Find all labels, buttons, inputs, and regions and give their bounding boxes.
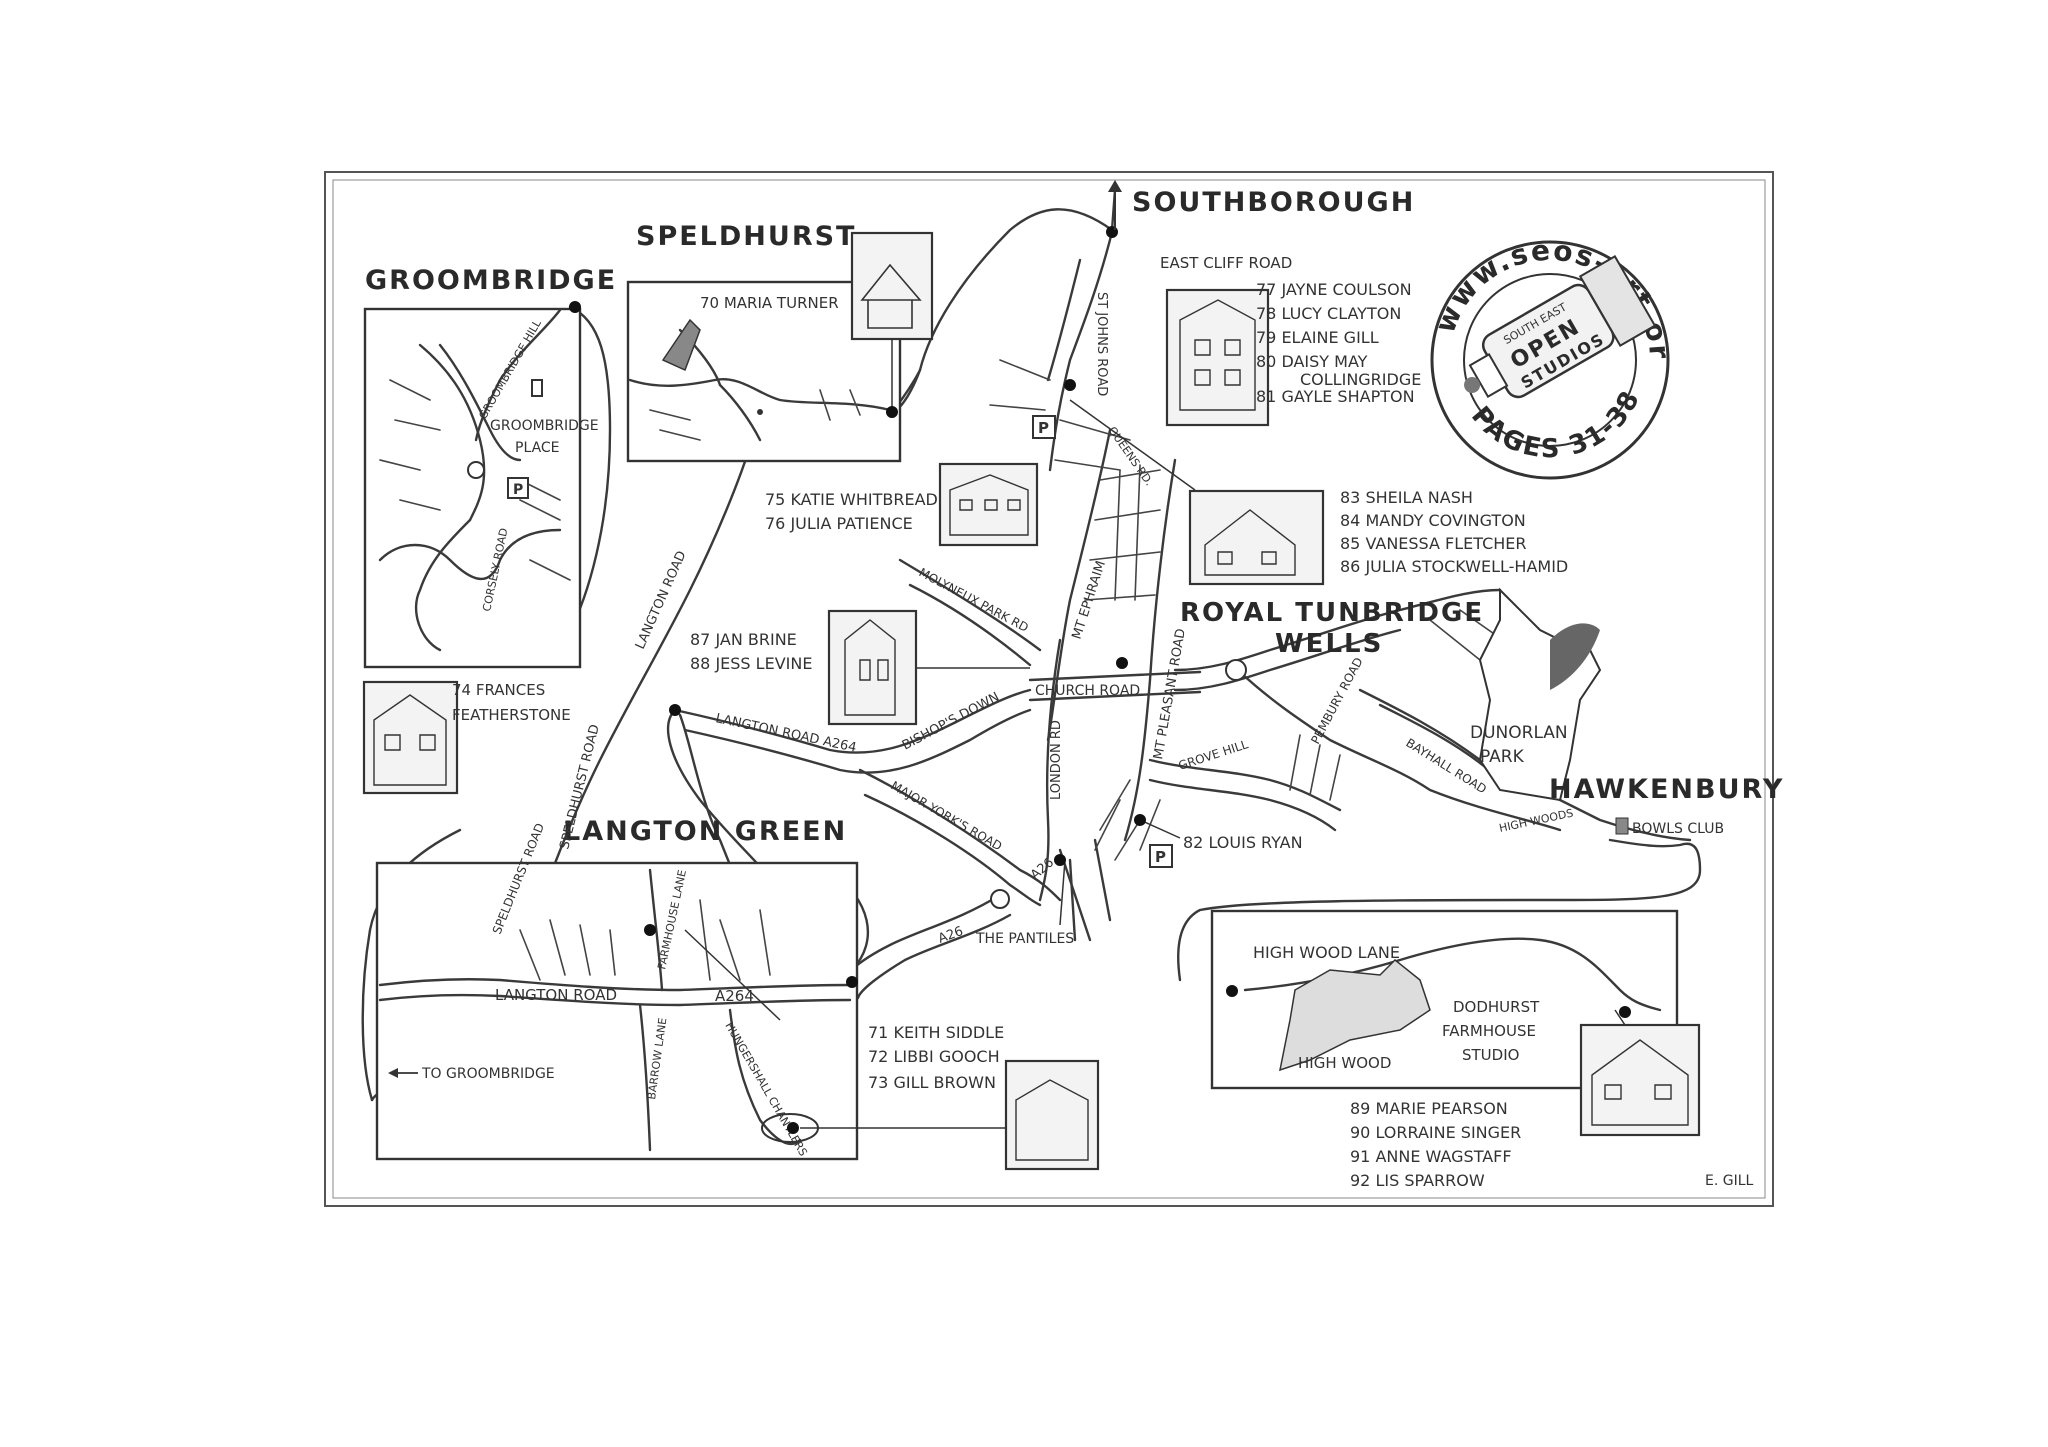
road-network [361, 188, 1702, 1102]
artist-74-line1: 74 FRANCES [452, 681, 545, 699]
road-label-a26-south: A26 [936, 924, 965, 947]
map-frame-inner [332, 179, 1766, 1199]
artist-79: 79 ELAINE GILL [1256, 328, 1379, 347]
dunorlan-label-2: PARK [1480, 747, 1525, 767]
artist-92: 92 LIS SPARROW [1350, 1171, 1485, 1190]
place-hawkenbury: HAWKENBURY [1549, 774, 1784, 805]
artist-list-featherstone: 74 FRANCES FEATHERSTONE [452, 681, 571, 724]
parking-icon-church [1032, 415, 1056, 439]
artist-85: 85 VANESSA FLETCHER [1340, 534, 1527, 553]
artist-80-line1: 80 DAISY MAY [1256, 352, 1368, 371]
artist-91: 91 ANNE WAGSTAFF [1350, 1147, 1512, 1166]
artist-list-nash: 83 SHEILA NASH 84 MANDY COVINGTON 85 VAN… [1340, 488, 1568, 576]
artist-87: 87 JAN BRINE [690, 630, 797, 649]
artist-88: 88 JESS LEVINE [690, 654, 812, 673]
artist-89: 89 MARIE PEARSON [1350, 1099, 1508, 1118]
pic-katie [938, 462, 1039, 547]
to-groombridge-label: TO GROOMBRIDGE [421, 1066, 555, 1082]
artist-74-line2: FEATHERSTONE [452, 706, 571, 724]
road-label-london-rd: LONDON RD [1049, 720, 1064, 800]
road-label-a264-lg: A264 [715, 987, 754, 1005]
north-arrowhead [1108, 180, 1122, 192]
road-label-grove-hill: GROVE HILL [1177, 737, 1250, 773]
artist-86: 86 JULIA STOCKWELL-HAMID [1340, 557, 1568, 576]
dodhurst-label-2: FARMHOUSE [1442, 1022, 1536, 1040]
artist-73: 73 GILL BROWN [868, 1073, 996, 1092]
langton-green-inset: LANGTON ROAD A264 FARMHOUSE LANE BARROW … [375, 821, 859, 1161]
artist-77: 77 JAYNE COULSON [1256, 280, 1412, 299]
leaders [569, 226, 1631, 1134]
artist-list-whitbread: 75 KATIE WHITBREAD 76 JULIA PATIENCE [765, 490, 938, 533]
dodhurst-label-3: STUDIO [1462, 1046, 1519, 1064]
road-label-pembury: PEMBURY ROAD [1308, 655, 1365, 746]
artist-list-dodhurst: 89 MARIE PEARSON 90 LORRAINE SINGER 91 A… [1350, 1099, 1521, 1190]
road-label-mt-ephraim: MT EPHRAIM [1070, 559, 1109, 641]
place-langton-green: LANGTON GREEN [563, 816, 847, 847]
high-wood-inset: HIGH WOOD LANE HIGH WOOD DODHURST FARMHO… [1210, 909, 1679, 1090]
artist-78: 78 LUCY CLAYTON [1256, 304, 1401, 323]
road-label-langton-road-north: LANGTON ROAD [633, 549, 690, 652]
artist-75: 75 KATIE WHITBREAD [765, 490, 938, 509]
road-label-high-wood-lane: HIGH WOOD LANE [1253, 943, 1400, 962]
artist-76: 76 JULIA PATIENCE [765, 514, 913, 533]
artist-81: 81 GAYLE SHAPTON [1256, 387, 1415, 406]
picture-boxes [362, 231, 1701, 1171]
artist-83: 83 SHEILA NASH [1340, 488, 1473, 507]
road-label-east-cliff: EAST CLIFF ROAD [1160, 254, 1292, 272]
artist-70: 70 MARIA TURNER [700, 294, 839, 312]
artist-82: 82 LOUIS RYAN [1183, 833, 1303, 852]
artist-list-east-cliff: 77 JAYNE COULSON 78 LUCY CLAYTON 79 ELAI… [1256, 280, 1421, 406]
pic-sheila [1188, 489, 1325, 586]
road-label-st-johns: ST JOHNS ROAD [1094, 292, 1109, 396]
place-royal-tunbridge-wells-2: WELLS [1275, 629, 1383, 659]
place-groombridge: GROOMBRIDGE [365, 265, 617, 296]
pic-speldhurst [850, 231, 934, 341]
groombridge-place-label-1: GROOMBRIDGE [490, 418, 599, 434]
artist-list-brine: 87 JAN BRINE 88 JESS LEVINE [690, 630, 812, 673]
groombridge-inset: GROOMBRIDGE PLACE GROOMBRIDGE HILL CORSE… [363, 307, 599, 669]
place-southborough: SOUTHBOROUGH [1132, 187, 1415, 218]
parking-icon [507, 477, 529, 499]
pantiles-label: THE PANTILES [975, 931, 1074, 947]
artist-90: 90 LORRAINE SINGER [1350, 1123, 1521, 1142]
pic-keith [1004, 1059, 1100, 1171]
pic-dodhurst [1579, 1023, 1701, 1137]
road-label-a26-north: A26 [1028, 855, 1057, 883]
road-label-molyneux: MOLYNEUX PARK RD [917, 565, 1031, 635]
parking-label: P [513, 482, 523, 498]
place-speldhurst: SPELDHURST [636, 221, 856, 252]
artist-80-line2: COLLINGRIDGE [1300, 370, 1421, 389]
parking-icon-pantiles [1149, 844, 1173, 868]
pic-frances [362, 680, 459, 795]
artist-list-siddle: 71 KEITH SIDDLE 72 LIBBI GOOCH 73 GILL B… [868, 1023, 1004, 1092]
high-wood-label: HIGH WOOD [1298, 1054, 1391, 1072]
bowls-club-icon [1615, 817, 1629, 835]
parking-label-church: P [1038, 419, 1049, 437]
artist-72: 72 LIBBI GOOCH [868, 1047, 1000, 1066]
artist-84: 84 MANDY COVINGTON [1340, 511, 1526, 530]
pic-east-cliff [1165, 288, 1270, 427]
place-royal-tunbridge-wells-1: ROYAL TUNBRIDGE [1180, 598, 1484, 628]
dunorlan-label-1: DUNORLAN [1470, 723, 1568, 743]
road-label-church-road: CHURCH ROAD [1035, 683, 1140, 699]
road-label-langton-road-lg: LANGTON ROAD [495, 986, 617, 1004]
pic-jan [827, 609, 918, 726]
dunorlan-park: DUNORLAN PARK [1470, 587, 1602, 802]
parking-label-pantiles: P [1155, 848, 1166, 866]
groombridge-place-label-2: PLACE [515, 440, 560, 456]
bowls-club-label: BOWLS CLUB [1632, 821, 1724, 837]
dodhurst-label-1: DODHURST [1453, 998, 1540, 1016]
langton-green-box [375, 861, 859, 1161]
to-groombridge-arrowhead [388, 1068, 398, 1078]
map-frame [324, 171, 1774, 1207]
road-label-high-woods: HIGH WOODS [1498, 807, 1575, 835]
groombridge-box [363, 307, 582, 669]
road-label-bayhall: BAYHALL ROAD [1403, 736, 1489, 797]
artist-signature: E. GILL [1705, 1173, 1754, 1189]
artist-71: 71 KEITH SIDDLE [868, 1023, 1004, 1042]
